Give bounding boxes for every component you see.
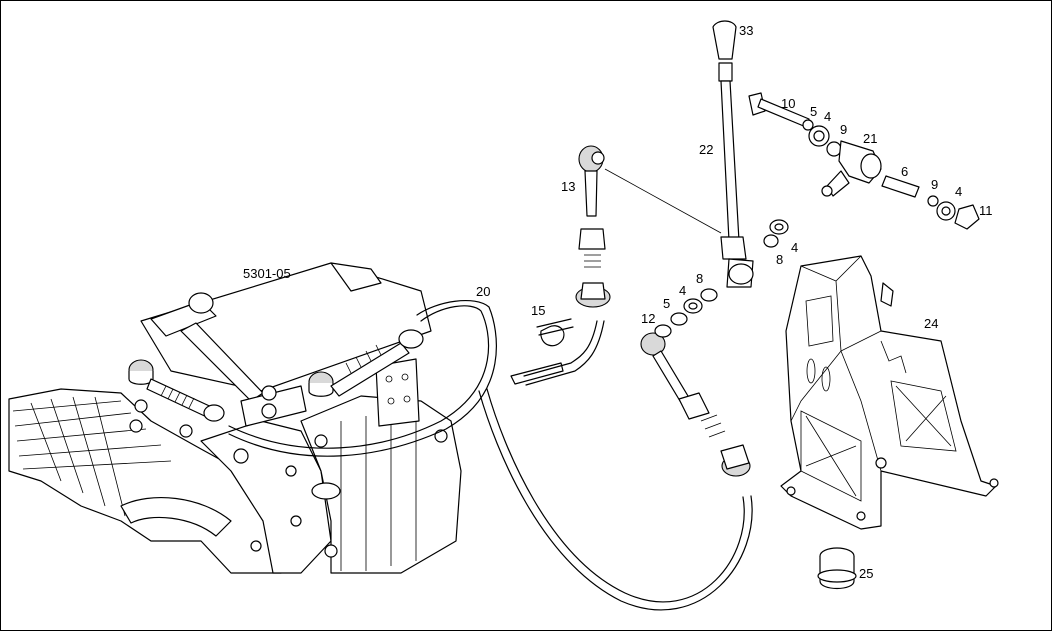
callout-4: 4 (679, 283, 686, 298)
gearbox-housing (8, 262, 462, 574)
callout-11: 11 (979, 203, 993, 218)
pivot-bolt-assembly (748, 92, 980, 230)
callout-8: 8 (776, 252, 783, 267)
cable-12 (640, 332, 751, 477)
gear-lever-22 (604, 20, 754, 288)
callout-9: 9 (931, 177, 938, 192)
callout-9: 9 (840, 122, 847, 137)
callout-10: 10 (781, 96, 795, 111)
lever-pivot-washers (654, 219, 789, 338)
callout-5: 5 (810, 104, 817, 119)
gearbox-shift-levers (128, 329, 424, 422)
callout-24: 24 (924, 316, 938, 331)
shift-cable-20 (228, 300, 753, 611)
callout-13: 13 (561, 179, 575, 194)
callout-6: 6 (901, 164, 908, 179)
callout-5: 5 (663, 296, 670, 311)
callout-8: 8 (696, 271, 703, 286)
callout-33: 33 (739, 23, 753, 38)
callout-25: 25 (859, 566, 873, 581)
callout-15: 15 (531, 303, 545, 318)
callout-12: 12 (641, 311, 655, 326)
cable-13 (575, 145, 611, 308)
callout-22: 22 (699, 142, 713, 157)
callout-4: 4 (955, 184, 962, 199)
callout-20: 20 (476, 284, 490, 299)
rubber-mount-25 (817, 547, 857, 590)
callout-4: 4 (824, 109, 831, 124)
cable-clip-15 (536, 318, 574, 347)
callout-4: 4 (791, 240, 798, 255)
drawing-number: 5301-05 (243, 266, 291, 281)
callout-21: 21 (863, 131, 877, 146)
shift-bracket-24 (780, 255, 999, 530)
